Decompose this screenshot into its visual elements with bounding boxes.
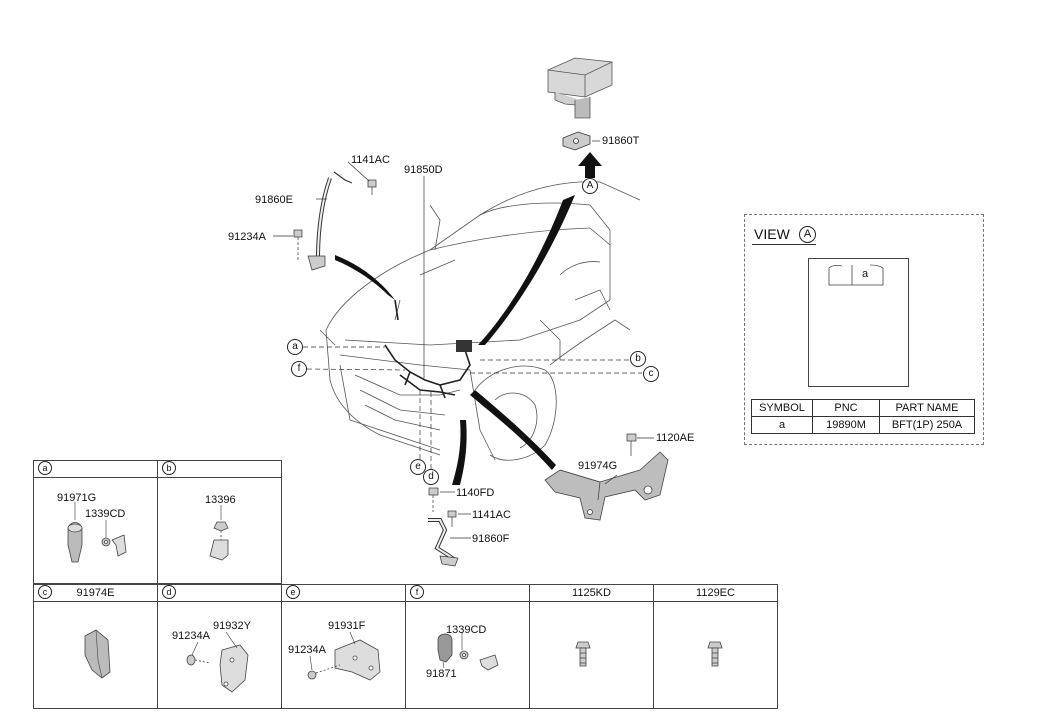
detail-f-label-1339CD: 1339CD bbox=[446, 624, 487, 636]
detail-cell-b: b bbox=[157, 460, 282, 584]
detail-a-label-91971G: 91971G bbox=[57, 492, 97, 504]
part-label-91234A: 91234A bbox=[228, 231, 266, 243]
marker-b: b bbox=[630, 351, 646, 367]
detail-cell-a: a bbox=[33, 460, 158, 584]
table-cell-pnc: 19890M bbox=[812, 416, 880, 434]
detail-marker-b: b bbox=[162, 461, 176, 475]
detail-d-label-91234A: 91234A bbox=[172, 630, 210, 642]
part-label-91860F: 91860F bbox=[472, 533, 510, 545]
part-label-1120AE: 1120AE bbox=[656, 432, 695, 444]
view-a-marker: A bbox=[799, 226, 816, 243]
view-a-fuse-label: a bbox=[862, 268, 869, 280]
marker-f: f bbox=[291, 361, 307, 377]
view-a-title: VIEW bbox=[754, 226, 790, 242]
detail-a-label-1339CD: 1339CD bbox=[85, 508, 126, 520]
view-a-underline bbox=[752, 244, 816, 245]
table-row: a 19890M BFT(1P) 250A bbox=[751, 416, 975, 434]
view-a-panel bbox=[744, 214, 984, 445]
view-a-title-text: VIEW bbox=[754, 226, 790, 242]
table-cell-symbol: a bbox=[751, 416, 813, 434]
detail-cell-1129EC: 1129EC bbox=[653, 584, 778, 709]
table-header-part-name: PART NAME bbox=[879, 399, 975, 417]
detail-cell-f: f bbox=[405, 584, 530, 709]
marker-d: d bbox=[423, 469, 439, 485]
detail-marker-e: e bbox=[286, 585, 300, 599]
detail-d-label-91932Y: 91932Y bbox=[213, 620, 251, 632]
detail-b-label-13396: 13396 bbox=[205, 494, 236, 506]
part-label-91860T: 91860T bbox=[602, 135, 640, 147]
part-label-91860E: 91860E bbox=[255, 194, 293, 206]
detail-cell-d: d bbox=[157, 584, 282, 709]
detail-cell-head: e bbox=[282, 585, 405, 602]
detail-marker-c: c bbox=[38, 585, 52, 599]
marker-a: a bbox=[287, 339, 303, 355]
detail-f-label-91871: 91871 bbox=[426, 668, 457, 680]
marker-e: e bbox=[410, 459, 426, 475]
view-a-fuse-box bbox=[808, 258, 909, 387]
part-label-1140FD: 1140FD bbox=[456, 487, 495, 499]
detail-cell-head: 1129EC bbox=[654, 585, 777, 602]
symbol-table-header: SYMBOL PNC PART NAME bbox=[751, 399, 975, 417]
detail-cell-head: c 91974E bbox=[34, 585, 157, 602]
table-header-pnc: PNC bbox=[812, 399, 880, 417]
marker-c: c bbox=[643, 366, 659, 382]
part-label-1141AC-top: 1141AC bbox=[351, 154, 390, 166]
detail-1129EC-title: 1129EC bbox=[696, 587, 735, 599]
detail-marker-d: d bbox=[162, 585, 176, 599]
symbol-table: SYMBOL PNC PART NAME a 19890M BFT(1P) 25… bbox=[751, 399, 975, 434]
detail-cell-c: c 91974E bbox=[33, 584, 158, 709]
table-header-symbol: SYMBOL bbox=[751, 399, 813, 417]
detail-marker-a: a bbox=[38, 461, 52, 475]
marker-view-A: A bbox=[582, 178, 598, 194]
detail-cell-head: d bbox=[158, 585, 281, 602]
detail-1125KD-title: 1125KD bbox=[572, 587, 611, 599]
detail-c-title: 91974E bbox=[76, 587, 115, 599]
detail-e-label-91931F: 91931F bbox=[328, 620, 366, 632]
detail-cell-1125KD: 1125KD bbox=[529, 584, 654, 709]
detail-cell-head: a bbox=[34, 461, 157, 478]
detail-cell-head: 1125KD bbox=[530, 585, 653, 602]
detail-marker-f: f bbox=[410, 585, 424, 599]
table-cell-part-name: BFT(1P) 250A bbox=[879, 416, 975, 434]
detail-cell-head: f bbox=[406, 585, 529, 602]
detail-cell-head: b bbox=[158, 461, 281, 478]
part-label-91974G: 91974G bbox=[578, 460, 618, 472]
detail-e-label-91234A: 91234A bbox=[288, 644, 326, 656]
part-label-1141AC-bottom: 1141AC bbox=[472, 509, 511, 521]
part-label-91850D: 91850D bbox=[404, 164, 443, 176]
